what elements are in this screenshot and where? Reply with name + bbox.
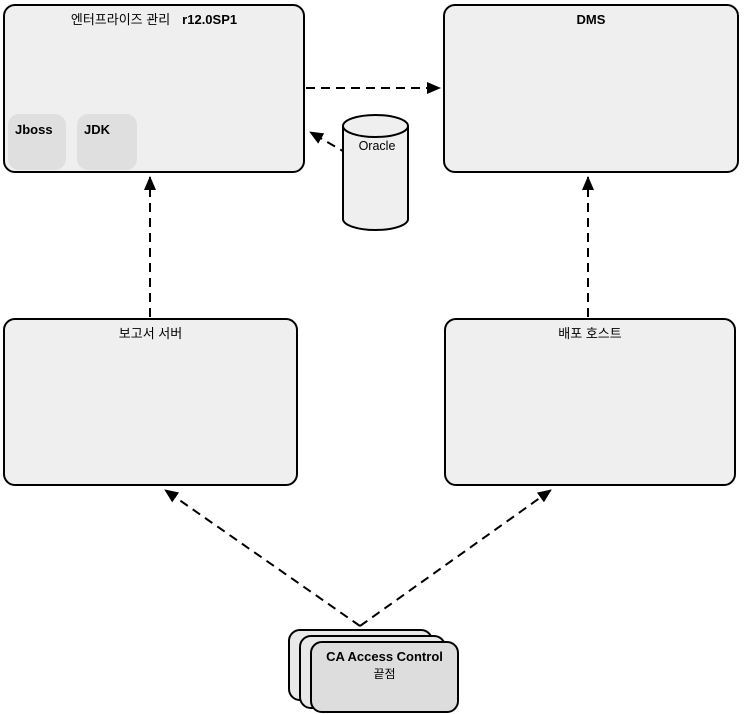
jboss-label: Jboss [15, 122, 53, 137]
report-server-label: 보고서 서버 [118, 326, 183, 341]
dms-label: DMS [576, 12, 606, 27]
jdk-component-box: JDK [77, 114, 137, 170]
endpoints-stack-card-front: CA Access Control 끝점 [310, 641, 459, 713]
enterprise-management-version: r12.0SP1 [182, 12, 238, 27]
dms-title: DMS [445, 6, 737, 28]
enterprise-management-title: 엔터프라이즈 관리 r12.0SP1 [5, 6, 303, 28]
deployment-host-title: 배포 호스트 [446, 320, 734, 342]
oracle-cylinder-body [342, 126, 409, 231]
oracle-cylinder-top [342, 114, 409, 138]
jdk-label: JDK [84, 122, 111, 137]
oracle-label: Oracle [359, 139, 396, 153]
arrow-oracle-to-enterprise [309, 131, 349, 155]
jboss-component-box: Jboss [8, 114, 66, 170]
arrow-endpoints-to-deployment-host [359, 489, 552, 627]
deployment-host-box: 배포 호스트 [444, 318, 736, 486]
enterprise-management-label: 엔터프라이즈 관리 [70, 12, 171, 27]
enterprise-management-box: 엔터프라이즈 관리 r12.0SP1 Jboss JDK [3, 4, 305, 173]
dms-box: DMS [443, 4, 739, 173]
arrow-endpoints-to-report-server [164, 489, 361, 627]
report-server-title: 보고서 서버 [5, 320, 296, 342]
report-server-box: 보고서 서버 [3, 318, 298, 486]
deployment-host-label: 배포 호스트 [558, 326, 622, 341]
endpoints-subtitle: 끝점 [373, 667, 396, 681]
oracle-database-cylinder: Oracle [342, 114, 409, 231]
endpoints-title: CA Access Control [326, 649, 443, 664]
